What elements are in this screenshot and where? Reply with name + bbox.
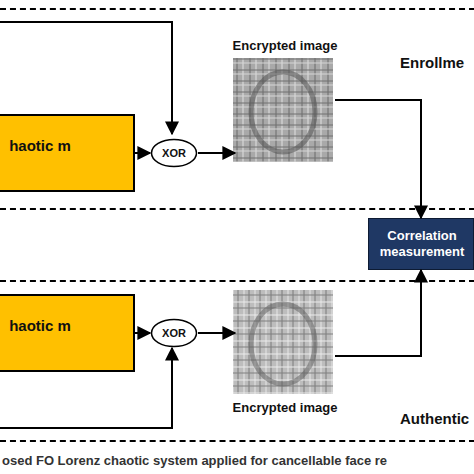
node-label: haotic m — [8, 137, 72, 155]
node-label: Encrypted image — [225, 400, 345, 416]
node-label: Encrypted image — [225, 38, 345, 54]
node-label: XOR — [150, 318, 198, 348]
xor-operator: XOR — [150, 318, 198, 348]
flow-arrow — [335, 270, 421, 356]
input-wire — [0, 22, 172, 134]
section-label: Authentic — [400, 410, 469, 428]
flow-arrow — [135, 152, 150, 154]
xor-operator: XOR — [150, 138, 198, 168]
authentication-band: Authentic haotic m XOR Encrypted image — [0, 280, 474, 442]
node-label: haotic m — [8, 317, 72, 335]
encrypted-image-top — [233, 58, 333, 162]
correlation-box: Correlation measurement — [368, 218, 474, 270]
node-label: XOR — [150, 138, 198, 168]
noise-image — [233, 290, 333, 394]
flow-arrow — [335, 100, 421, 218]
encrypted-image: Encrypted image — [235, 36, 335, 164]
flow-arrow — [198, 152, 235, 154]
flow-arrow — [198, 332, 235, 334]
node-label: Correlation measurement — [369, 228, 474, 260]
chaotic-system-box: haotic m — [0, 114, 135, 192]
face-trace — [251, 72, 315, 152]
chaotic-system-box: haotic m — [0, 294, 135, 372]
encrypted-image: Encrypted image — [235, 292, 335, 420]
section-label: Enrollme — [400, 54, 464, 72]
figure-caption: osed FO Lorenz chaotic system applied fo… — [2, 453, 387, 468]
face-trace — [251, 304, 315, 384]
noise-image — [233, 58, 333, 162]
encrypted-image-bottom — [233, 290, 333, 394]
input-wire — [0, 348, 172, 428]
flow-arrow — [135, 332, 150, 334]
enrollment-band: Enrollme haotic m XOR Encrypted image — [0, 8, 474, 210]
